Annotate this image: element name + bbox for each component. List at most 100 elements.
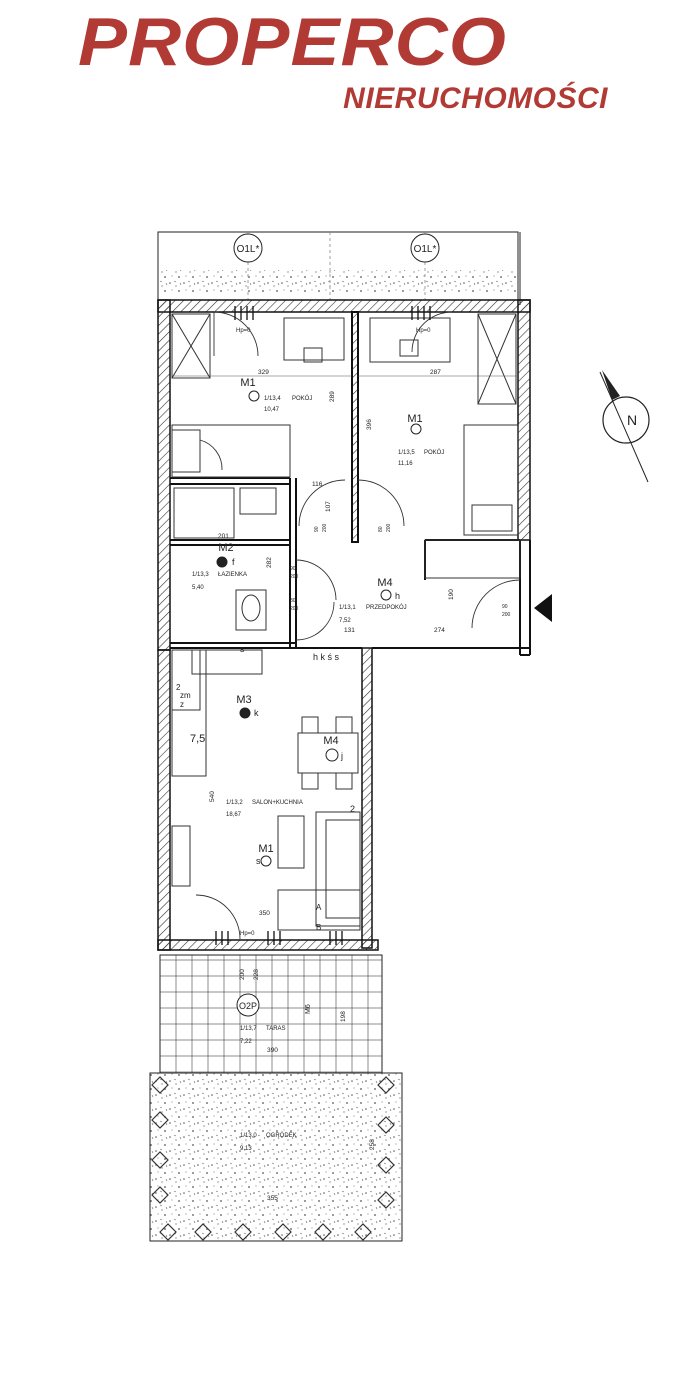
plan-text: M3 — [236, 694, 251, 706]
kitchen-s-label: s — [240, 644, 245, 654]
plan-text: 1/13,7 — [240, 1026, 257, 1032]
window-tag-right: O1L* — [410, 233, 440, 263]
dim-80b: 80 — [290, 598, 296, 604]
plan-text: ŁAZIENKA — [218, 572, 247, 578]
hp-label-left: Hp=0 — [236, 328, 251, 334]
hp-label-right: Hp=0 — [416, 328, 431, 334]
plan-text: TARAS — [266, 1026, 286, 1032]
room-label-lazienka: M2 f 1/13,3 ŁAZIENKA 5,40 — [192, 542, 247, 591]
b-label: B — [316, 923, 321, 932]
plan-text: PRZEDPOKÓJ — [366, 604, 407, 611]
plan-text: M1 — [407, 413, 422, 425]
num-2-right-label: 2 — [350, 804, 355, 814]
plan-text: 11,16 — [398, 461, 413, 467]
plan-text: 10,47 — [264, 407, 280, 413]
dim-396: 396 — [366, 419, 373, 430]
dim-289: 289 — [329, 391, 336, 402]
dim-350: 350 — [259, 910, 270, 917]
plan-text: M4 — [377, 577, 392, 589]
plan-text: 7,52 — [339, 618, 351, 624]
plan-text: POKÓJ — [292, 395, 312, 402]
dim-274: 274 — [434, 627, 445, 634]
plan-text: s — [256, 856, 261, 866]
dim-282: 282 — [266, 557, 273, 568]
window-tag-left: O1L* — [233, 233, 263, 263]
dim-90a: 90 — [314, 526, 320, 532]
plan-text: 1/13,4 — [264, 396, 281, 402]
plan-text: M1 — [258, 843, 273, 855]
compass-label: N — [627, 412, 637, 428]
plan-text: M2 — [218, 542, 233, 554]
dim-200e: 200 — [290, 606, 299, 612]
plan-text: O1L* — [414, 244, 437, 255]
furniture — [171, 313, 521, 931]
plan-text: OGRÓDEK — [266, 1132, 297, 1139]
doors — [195, 311, 521, 940]
z-label: z — [180, 700, 184, 709]
marker-salon-sofa: M1 s — [256, 843, 274, 867]
dim-200a: 200 — [322, 523, 328, 532]
room-label-taras: O2P 1/13,7 TARAS 7,22 — [236, 993, 286, 1045]
plan-text: 1/13,1 — [339, 605, 356, 611]
num-75-label: 7,5 — [190, 733, 205, 745]
dim-228: 228 — [253, 969, 260, 980]
plan-text: 1/13,0 — [240, 1133, 257, 1139]
room-label-salon: M3 k 1/13,2 SALON+KUCHNIA 18,67 — [226, 694, 303, 818]
top-balcony — [157, 231, 530, 305]
hp-label-bottom: Hp=0 — [240, 931, 255, 937]
plan-text: k — [254, 708, 259, 718]
hall-fixtures-label: h k ś s — [313, 652, 340, 662]
plan-text: 1/13,2 — [226, 800, 243, 806]
logo: PROPERCO NIERUCHOMOŚCI — [0, 0, 694, 130]
plan-text: M4 — [323, 735, 338, 747]
plan-text: POKÓJ — [424, 449, 444, 456]
plan-text: h — [395, 591, 400, 601]
interior-walls — [170, 311, 531, 656]
logo-title: PROPERCO — [78, 4, 507, 80]
dimensions: 329 287 289 396 116 107 201 282 131 274 … — [172, 369, 518, 1202]
dim-329: 329 — [258, 369, 269, 376]
terrace — [159, 954, 383, 1074]
room-label-pokoj2: M1 1/13,5 POKÓJ 11,16 — [398, 413, 444, 467]
exterior-walls — [157, 299, 531, 951]
marker-salon-table: M4 j — [323, 735, 343, 762]
dim-540: 540 — [209, 791, 216, 802]
plan-text: 7,22 — [240, 1039, 252, 1045]
dim-116: 116 — [312, 481, 323, 488]
plan-text: 1/13,3 — [192, 572, 209, 578]
logo-subtitle: NIERUCHOMOŚCI — [343, 82, 608, 115]
dim-200d: 200 — [502, 612, 511, 618]
plan-text: 5,40 — [192, 585, 204, 591]
a-label: A — [316, 903, 322, 912]
dim-200: 200 — [239, 969, 246, 980]
plan-text: 1/13,5 — [398, 450, 415, 456]
dim-200b: 200 — [386, 523, 392, 532]
plan-text: j — [340, 751, 343, 761]
dim-190: 190 — [448, 589, 455, 600]
garden — [149, 1072, 403, 1242]
dim-80a: 80 — [378, 526, 384, 532]
dim-258: 258 — [369, 1139, 376, 1150]
dim-200c: 200 — [290, 574, 299, 580]
num-2-label: 2 — [176, 683, 181, 692]
plan-text: O1L* — [237, 244, 260, 255]
plan-text: SALON+KUCHNIA — [252, 800, 303, 806]
plan-text: 18,67 — [226, 812, 242, 818]
zm-label: zm — [180, 691, 191, 700]
room-label-pokoj1: M1 1/13,4 POKÓJ 10,47 — [240, 377, 312, 413]
dim-90c: 90 — [502, 604, 508, 610]
dim-107: 107 — [325, 501, 332, 512]
dim-390: 390 — [267, 1047, 278, 1054]
m6-label: M6 — [305, 1004, 312, 1014]
dim-131: 131 — [344, 627, 355, 634]
dim-287: 287 — [430, 369, 441, 376]
plan-text: O2P — [239, 1001, 257, 1011]
dim-201: 201 — [218, 533, 229, 540]
compass-icon: N — [599, 370, 650, 483]
plan-text: 9,13 — [240, 1146, 252, 1152]
plan-text: M1 — [240, 377, 255, 389]
dim-90b: 90 — [290, 566, 296, 572]
room-label-przedpokoj: M4 h 1/13,1 PRZEDPOKÓJ 7,52 — [339, 577, 407, 624]
room-label-ogrodek: 1/13,0 OGRÓDEK 9,13 — [240, 1132, 297, 1152]
